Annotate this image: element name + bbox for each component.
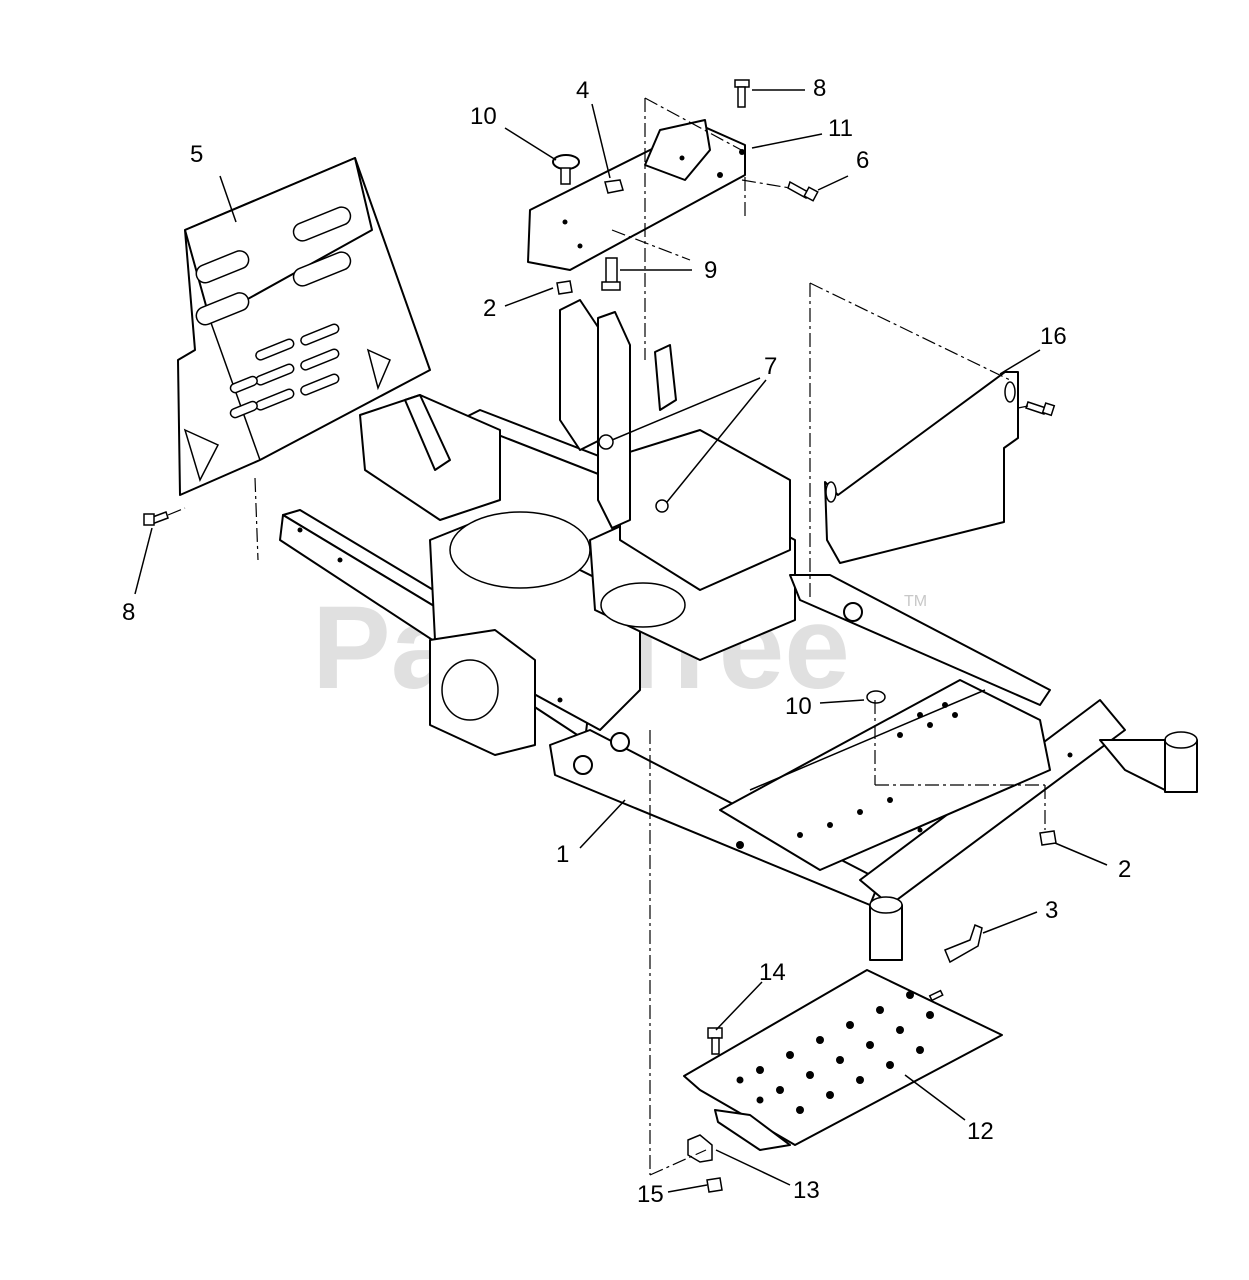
callout-11: 11 bbox=[828, 115, 853, 142]
callout-2-lower: 2 bbox=[1118, 856, 1131, 883]
frame-holes bbox=[297, 527, 1073, 849]
callout-4: 4 bbox=[576, 77, 589, 104]
hardware bbox=[143, 79, 1057, 1193]
part-main-frame[interactable] bbox=[279, 299, 1198, 961]
callout-7: 7 bbox=[764, 353, 777, 380]
callout-9: 9 bbox=[704, 257, 717, 284]
part-seat-bracket[interactable] bbox=[527, 119, 746, 271]
callout-14: 14 bbox=[759, 959, 786, 986]
callout-8-upper: 8 bbox=[813, 75, 826, 102]
callout-16: 16 bbox=[1040, 323, 1067, 350]
callout-12: 12 bbox=[967, 1118, 994, 1145]
callout-2-upper: 2 bbox=[483, 295, 496, 322]
callout-10-upper: 10 bbox=[470, 103, 497, 130]
floor-plate-holes bbox=[736, 991, 934, 1114]
callout-labels: 1 2 2 3 4 5 6 7 8 8 9 10 10 11 12 13 14 … bbox=[122, 75, 1131, 1208]
callout-5: 5 bbox=[190, 141, 203, 168]
callout-15: 15 bbox=[637, 1181, 664, 1208]
phantom-lines bbox=[167, 97, 1046, 1176]
part-rear-shield[interactable] bbox=[177, 157, 431, 496]
callout-6: 6 bbox=[856, 147, 869, 174]
callout-13: 13 bbox=[793, 1177, 820, 1204]
leader-lines bbox=[134, 89, 1108, 1193]
callout-3: 3 bbox=[1045, 897, 1058, 924]
part-floor-plate[interactable] bbox=[683, 969, 1003, 1151]
callout-1: 1 bbox=[556, 841, 569, 868]
part-side-panel[interactable] bbox=[824, 371, 1019, 564]
callout-10-lower: 10 bbox=[785, 693, 812, 720]
watermark-trademark: TM bbox=[904, 593, 927, 610]
shield-vent-slots bbox=[229, 323, 340, 419]
callout-8-lower: 8 bbox=[122, 599, 135, 626]
